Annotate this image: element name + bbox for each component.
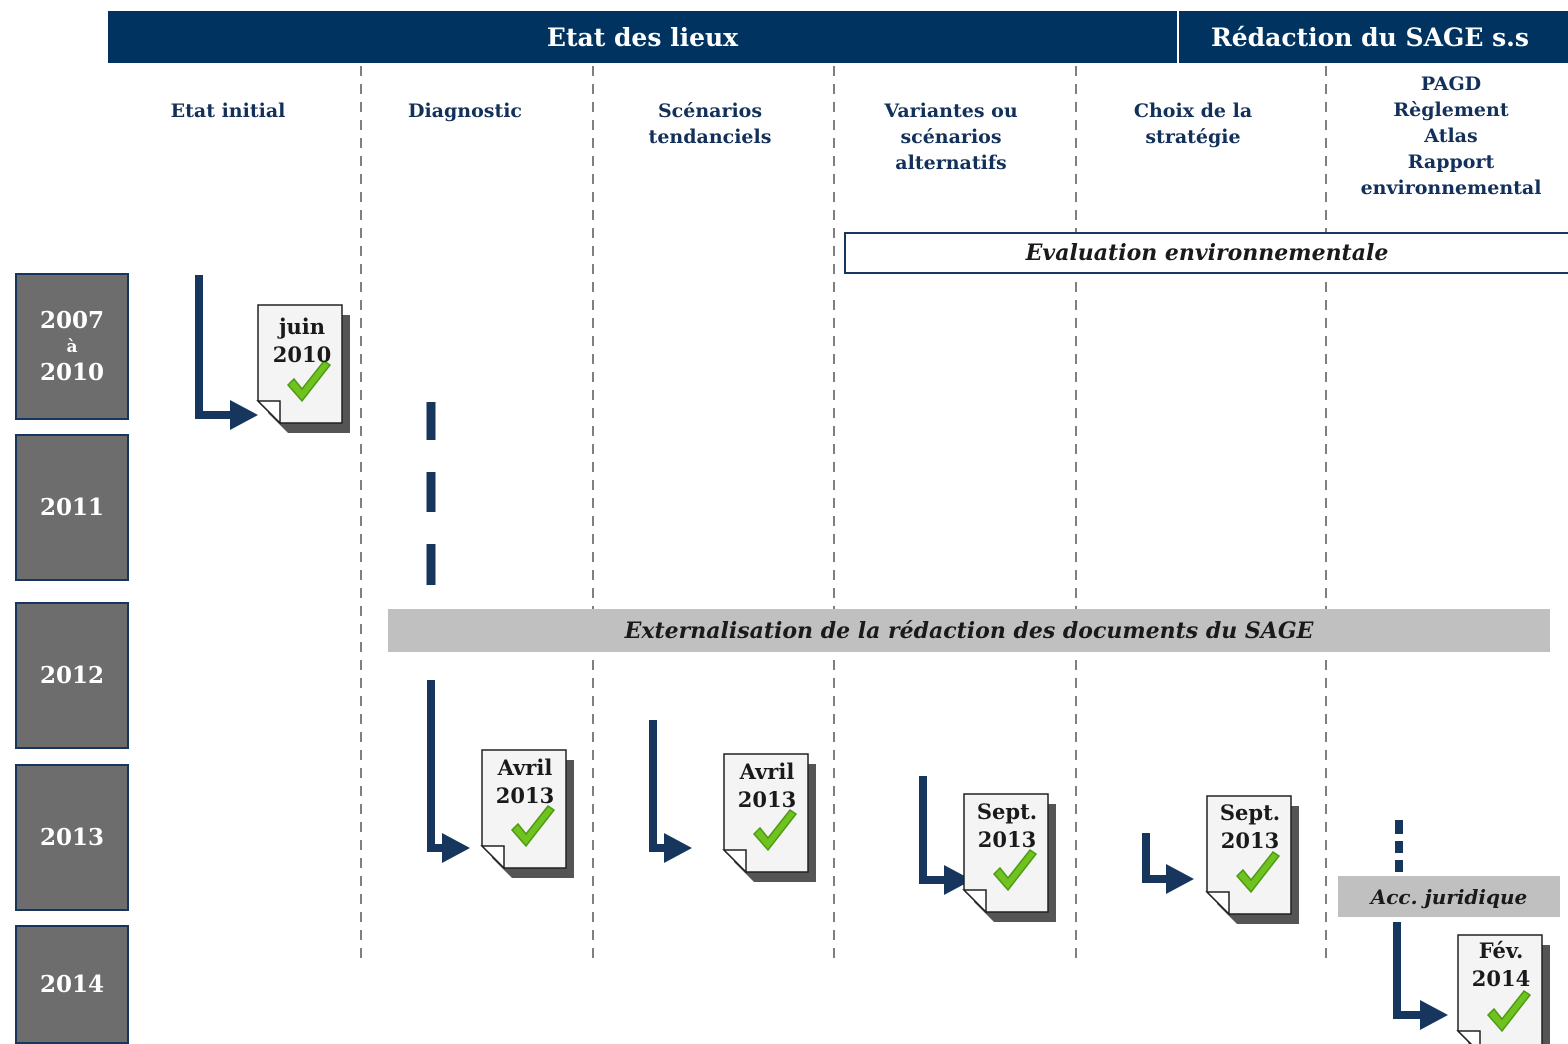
phase-line: Scénarios (657, 100, 763, 122)
phase-line: Rapport (1407, 151, 1495, 173)
phase-line: Atlas (1424, 125, 1478, 147)
header-band-redaction: Rédaction du SAGE s.s (1179, 11, 1568, 63)
arrow-diagnostic (427, 680, 442, 852)
phase-scenarios-tendanciels: Scénarios tendanciels (600, 98, 820, 150)
milestone-month: Avril (497, 755, 553, 780)
phase-diagnostic: Diagnostic (365, 98, 565, 124)
arrow-head (1166, 864, 1194, 894)
year-label: 2007 (39, 306, 104, 334)
year-label: 2010 (39, 358, 104, 386)
phase-line: environnemental (1360, 177, 1542, 199)
arrow-head (230, 400, 258, 430)
year-label: 2011 (39, 493, 104, 521)
milestone-year: 2013 (1220, 828, 1280, 853)
year-label: 2012 (39, 661, 104, 689)
bar-label: Evaluation environnementale (1025, 240, 1389, 266)
header-band-etat-des-lieux: Etat des lieux (108, 11, 1177, 63)
milestone-month: Fév. (1478, 938, 1524, 963)
arrow-head (664, 833, 692, 863)
year-box-2012: 2012 (15, 602, 129, 749)
milestone-label-choix: Sept. 2013 (1213, 799, 1287, 855)
milestone-label-diagnostic: Avril 2013 (488, 754, 562, 810)
arrow-variantes (919, 776, 944, 884)
phase-line: tendanciels (648, 126, 772, 148)
arrow-head (1420, 1000, 1448, 1030)
year-box-2011: 2011 (15, 434, 129, 581)
milestone-month: Avril (739, 759, 795, 784)
year-box-2013: 2013 (15, 764, 129, 911)
phase-choix-strategie: Choix de la stratégie (1082, 98, 1304, 150)
header-band-label: Etat des lieux (546, 22, 739, 52)
milestone-year: 2010 (272, 342, 332, 367)
milestone-label-scenarios: Avril 2013 (730, 758, 804, 814)
phase-line: alternatifs (895, 152, 1007, 174)
phase-line: Choix de la (1133, 100, 1253, 122)
milestone-label-pagd: Fév. 2014 (1464, 937, 1538, 993)
milestone-year: 2013 (977, 827, 1037, 852)
milestone-label-variantes: Sept. 2013 (970, 798, 1044, 854)
milestone-month: juin (278, 314, 326, 339)
year-label: 2013 (39, 823, 104, 851)
milestone-year: 2013 (495, 783, 555, 808)
year-box-2007-2010: 2007 à 2010 (15, 273, 129, 420)
evaluation-environnementale-bar: Evaluation environnementale (844, 232, 1568, 274)
phase-line: scénarios (900, 126, 1002, 148)
phase-line: Etat initial (170, 100, 286, 122)
bar-label: Externalisation de la rédaction des docu… (624, 617, 1314, 644)
milestone-month: Sept. (976, 799, 1038, 824)
milestone-year: 2014 (1471, 966, 1531, 991)
arrow-etat-initial (195, 275, 232, 419)
bar-label: Acc. juridique (1370, 884, 1528, 909)
phase-line: PAGD (1420, 73, 1482, 95)
accompagnement-juridique-bar: Acc. juridique (1338, 876, 1560, 917)
phase-etat-initial: Etat initial (118, 98, 338, 124)
year-box-2014: 2014 (15, 925, 129, 1044)
arrow-choix (1142, 833, 1166, 883)
milestone-label-etat-initial: juin 2010 (265, 313, 339, 369)
arrow-head (442, 833, 470, 863)
phase-line: Règlement (1393, 99, 1509, 121)
milestone-month: Sept. (1219, 800, 1281, 825)
phase-line: Variantes ou (884, 100, 1018, 122)
year-label: 2014 (39, 970, 104, 998)
phase-variantes: Variantes ou scénarios alternatifs (840, 98, 1062, 176)
phase-line: stratégie (1145, 126, 1241, 148)
phase-line: Diagnostic (407, 100, 523, 122)
year-label: à (66, 336, 78, 357)
milestone-year: 2013 (737, 787, 797, 812)
externalisation-bar: Externalisation de la rédaction des docu… (388, 609, 1550, 652)
arrow-pagd (1393, 922, 1420, 1019)
header-band-label: Rédaction du SAGE s.s (1211, 22, 1529, 52)
arrow-scenarios (649, 720, 664, 852)
phase-pagd: PAGD Règlement Atlas Rapport environneme… (1334, 71, 1568, 201)
